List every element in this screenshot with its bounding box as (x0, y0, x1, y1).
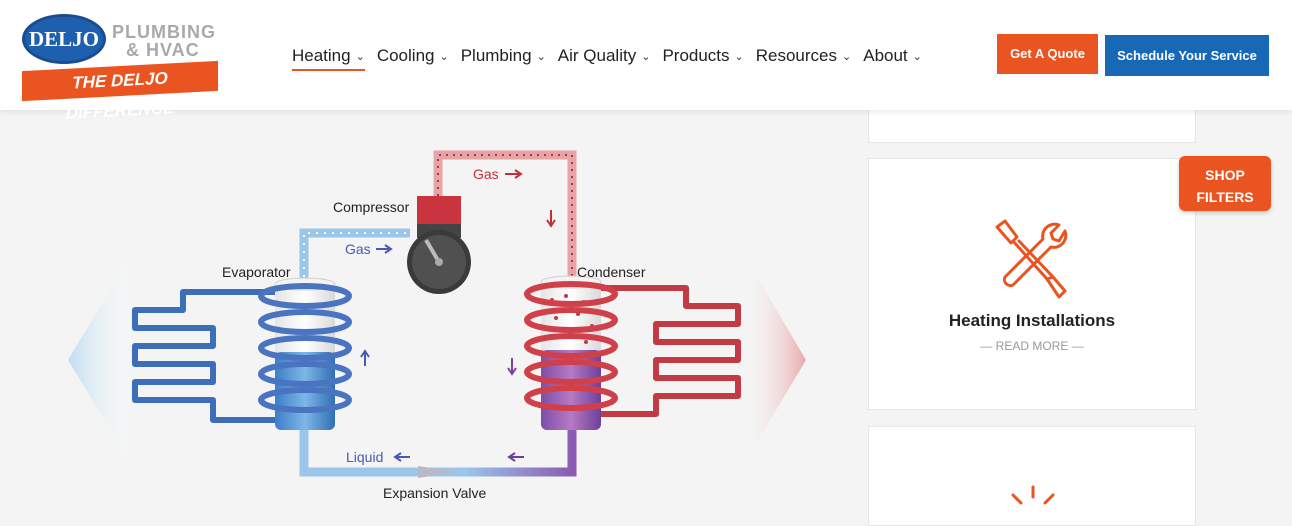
shop-filters-button[interactable]: SHOP FILTERS (1179, 156, 1271, 211)
get-a-quote-button[interactable]: Get A Quote (997, 34, 1098, 74)
nav-label: Heating (292, 46, 351, 65)
nav-label: Resources (755, 46, 838, 65)
nav-item-plumbing[interactable]: Plumbing ⌄ (461, 44, 546, 68)
logo-tagline: THE DELJO DIFFERENCE (22, 60, 218, 123)
filters-label: FILTERS (1196, 189, 1254, 205)
chevron-down-icon: ⌄ (842, 50, 852, 63)
nav-item-resources[interactable]: Resources ⌄ (756, 44, 851, 68)
nav-item-heating[interactable]: Heating ⌄ (292, 44, 365, 71)
nav-label: About (863, 46, 908, 65)
chevron-down-icon: ⌄ (439, 50, 449, 63)
logo-badge: DELJO (22, 14, 106, 64)
chevron-down-icon: ⌄ (912, 50, 922, 63)
site-header: DELJO PLUMBING & HVAC THE DELJO DIFFEREN… (0, 0, 1292, 123)
nav-label: Plumbing (460, 46, 532, 65)
expansion-valve-shape (418, 466, 458, 478)
chevron-down-icon: ⌄ (536, 50, 546, 63)
warm-air-arrow (740, 248, 806, 470)
evaporator-coil (132, 289, 275, 423)
heat-pump-diagram: Compressor Gas Gas Evaporator Condenser … (68, 150, 806, 501)
logo[interactable]: DELJO PLUMBING & HVAC THE DELJO DIFFEREN… (20, 10, 220, 123)
label-expansion-valve: Expansion Valve (383, 485, 486, 501)
heating-installations-card[interactable]: Heating Installations — READ MORE — (868, 158, 1196, 410)
nav-item-products[interactable]: Products ⌄ (662, 44, 743, 68)
liquid-pipe (299, 425, 577, 477)
nav-label: Products (662, 46, 730, 65)
card-title: Heating Installations (948, 311, 1116, 330)
flow-arrows (360, 169, 556, 462)
nav-item-air-quality[interactable]: Air Quality ⌄ (558, 44, 651, 68)
chevron-down-icon: ⌄ (734, 50, 744, 63)
label-liquid: Liquid (346, 449, 383, 465)
label-evaporator: Evaporator (222, 264, 291, 280)
chevron-down-icon: ⌄ (641, 50, 651, 63)
logo-text-plumbing: PLUMBING (112, 22, 216, 42)
nav-item-cooling[interactable]: Cooling ⌄ (377, 44, 449, 68)
tools-icon (995, 219, 1068, 299)
cold-air-arrow (68, 248, 135, 470)
hot-gas-pipe (433, 150, 577, 286)
condenser-coil (600, 285, 741, 417)
nav-item-about[interactable]: About ⌄ (863, 44, 922, 68)
nav-label: Air Quality (557, 46, 637, 65)
logo-text-hvac: & HVAC (126, 40, 200, 60)
label-gas-left: Gas (345, 241, 371, 257)
sidebar-card-bottom[interactable] (868, 426, 1196, 526)
label-compressor: Compressor (333, 199, 410, 215)
main-nav: Heating ⌄ Cooling ⌄ Plumbing ⌄ Air Quali… (292, 44, 934, 71)
schedule-service-button[interactable]: Schedule Your Service (1105, 35, 1269, 76)
label-condenser: Condenser (577, 264, 646, 280)
chevron-down-icon: ⌄ (355, 50, 365, 63)
nav-label: Cooling (376, 46, 435, 65)
label-gas-top: Gas (473, 166, 499, 182)
sun-icon (1011, 485, 1055, 505)
shop-label: SHOP (1205, 167, 1245, 183)
read-more-link[interactable]: — READ MORE — (980, 339, 1084, 353)
